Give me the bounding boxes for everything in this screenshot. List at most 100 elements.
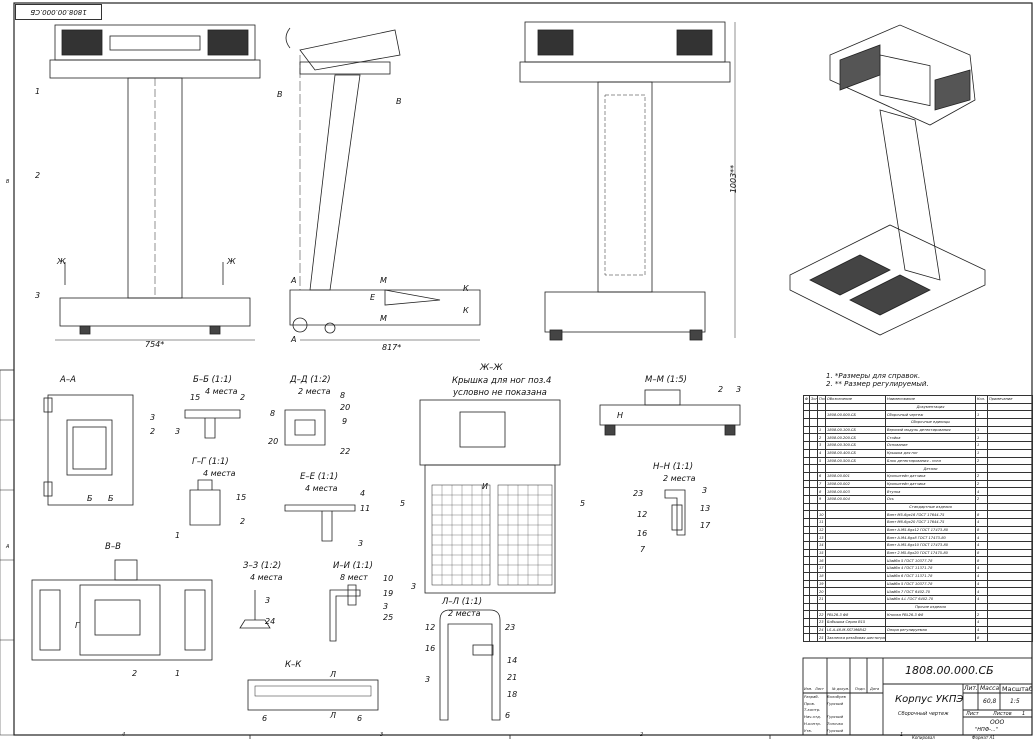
parts-cell: Верхний модуль детектирования [885,425,976,435]
zone-mark: 2 [640,732,644,738]
parts-cell [975,418,988,427]
signer-name: Волобуев [827,694,846,699]
parts-cell [809,518,818,527]
sheet-label: Лист [966,711,979,717]
parts-cell: Бобышка Серия В15 [825,617,886,627]
callout: 3 [411,582,417,591]
callout: 1 [175,531,181,540]
parts-cell [987,587,1033,596]
parts-cell [987,402,1033,412]
parts-cell: 2 [975,456,988,466]
parts-cell [987,471,1033,481]
parts-cell: Втулка [885,487,976,496]
role-header: Изм. [804,687,813,691]
callout: 3 [383,602,389,611]
parts-cell [809,433,818,443]
callout: 3 [425,675,431,684]
view-note-gg: 4 места [203,469,236,478]
mass-label: Масса [980,685,1000,692]
parts-cell: 8 [975,548,988,558]
sheets-count: 1 [1022,711,1026,717]
title-block-lines [802,657,1033,736]
parts-cell: 5 [817,456,826,466]
parts-section-row: Прочие изделия [803,602,1033,612]
callout: 2 [240,393,246,402]
parts-cell [987,548,1033,558]
parts-cell [809,571,818,581]
scale-label: Масштаб [1002,685,1033,693]
parts-cell: 4 [975,487,988,496]
parts-section-row: Стандартные изделия [803,502,1033,512]
parts-cell [825,571,886,581]
callout: Л [330,711,337,720]
parts-cell [825,525,886,535]
parts-cell: 10 [817,510,826,519]
signer-name: Гурский [827,727,844,733]
parts-cell [809,617,818,627]
parts-cell: 2 [817,433,826,443]
parts-cell: Винт М5-6gx16 ГОСТ 17644-75 [885,510,976,519]
zone-mark: 1 [900,732,904,738]
sheets-label: Листов [993,711,1012,717]
callout: 12 [425,623,436,632]
callout: 10 [383,574,394,583]
parts-cell: Винт А.М5-6gx12 ГОСТ 17473-80 [885,525,976,535]
front-view [49,24,261,341]
parts-cell [975,464,988,473]
callout: 4 [360,489,366,498]
parts-cell [817,464,826,473]
copied-label: Копировал [912,735,935,740]
parts-cell: Заклепка резьбовая шестигранная М5 [825,633,886,642]
parts-cell: 7 [817,479,826,489]
view-note-zhzh-2: условно не показана [453,388,547,398]
view-label-dd: Д–Д (1:2) [290,375,331,385]
parts-cell: 4 [975,571,988,581]
parts-cell [987,510,1033,519]
parts-cell [825,402,886,412]
callout: 3 [35,291,41,300]
signer-role: Н.контр. [804,720,821,726]
parts-cell [987,456,1033,466]
parts-list-header: Ф Зона Поз. Обозначение Наименование Кол… [803,395,1033,404]
parts-cell: 1808.00.500.СБ [825,456,886,466]
parts-cell: 4 [975,518,988,527]
callout: А [291,276,297,285]
parts-cell: 23 [817,617,826,627]
callout: 12 [637,510,648,519]
callout: 9 [342,417,348,426]
callout: 5 [400,499,406,508]
callout: 3 [702,486,708,495]
parts-cell [809,602,818,612]
callout: М [380,314,387,323]
parts-cell: 1808.00.003 [825,487,886,496]
parts-cell [825,502,886,512]
parts-cell [825,510,886,519]
parts-cell: 8 [975,633,988,642]
parts-cell: 6 [817,471,826,481]
parts-cell [817,502,826,512]
parts-cell [809,510,818,519]
product-name: Корпус УКПЭ [895,694,964,705]
parts-cell: Винт М6-6gx20 ГОСТ 17644-75 [885,518,976,527]
callout: Л [330,670,337,679]
parts-cell: 4 [975,594,988,604]
mass-value: 60,8 [983,698,997,705]
parts-cell: Документация [885,402,976,412]
note-2: 2. ** Размер регулируемый. [826,380,929,388]
view-label-aa: А–А [60,375,76,385]
callout: 2 [132,669,138,678]
parts-cell [809,533,818,543]
parts-cell: 1808.00.000.СБ [825,410,886,420]
callout: 1 [175,669,181,678]
parts-cell: 14 [817,541,826,550]
callout: 2 [150,427,156,436]
parts-section-row: Детали [803,464,1033,473]
callout: 24 [265,617,276,626]
parts-cell: Кронштейн датчика [885,479,976,489]
callout: И [482,482,488,491]
